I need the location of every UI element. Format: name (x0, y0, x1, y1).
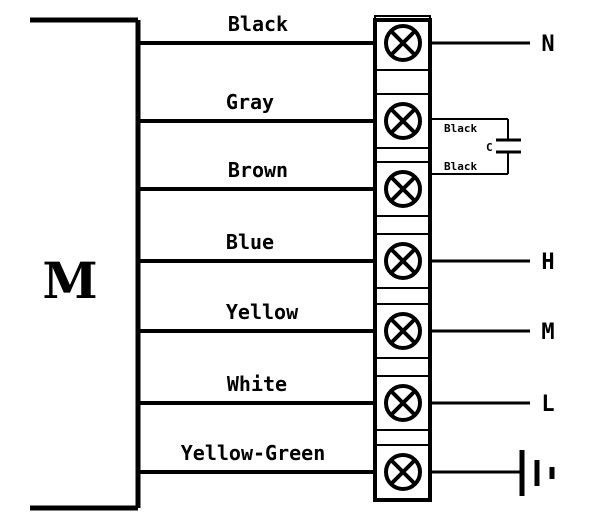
terminal-label: H (541, 250, 554, 275)
terminal-label: L (541, 392, 554, 417)
wire-label: Yellow-Green (181, 441, 326, 465)
terminal-screw-icon (384, 170, 422, 208)
wire-label: Blue (226, 230, 274, 254)
terminal-label: M (541, 320, 554, 345)
wire-label: Black (228, 12, 288, 36)
wire-rows: BlackNGrayBrownBlueHYellowMWhiteLYellow-… (138, 12, 555, 500)
wire-label: White (227, 372, 287, 396)
capacitor-lead-bottom: Black (444, 160, 477, 173)
capacitor-lead-top: Black (444, 122, 477, 135)
wire-label: Gray (226, 90, 274, 114)
terminal-screw-icon (384, 453, 422, 491)
terminal-label: N (541, 32, 554, 57)
capacitor-icon (496, 138, 521, 154)
wire-row: Yellow-Green (138, 441, 555, 500)
terminal-cell (374, 161, 431, 217)
terminal-screw-icon (384, 242, 422, 280)
wire-label: Yellow (226, 300, 299, 324)
ground-icon (519, 450, 555, 496)
terminal-cell (374, 93, 431, 149)
capacitor: Black C Black (430, 118, 521, 175)
motor-bracket (30, 17, 141, 511)
terminal-screw-icon (384, 312, 422, 350)
motor-label: M (42, 251, 97, 310)
wire-row: Brown (138, 158, 431, 217)
wire-row: Gray (138, 90, 431, 149)
capacitor-label: C (486, 141, 493, 154)
terminal-screw-icon (384, 384, 422, 422)
terminal-screw-icon (384, 102, 422, 140)
terminal-screw-icon (384, 24, 422, 62)
wire-label: Brown (228, 158, 288, 182)
